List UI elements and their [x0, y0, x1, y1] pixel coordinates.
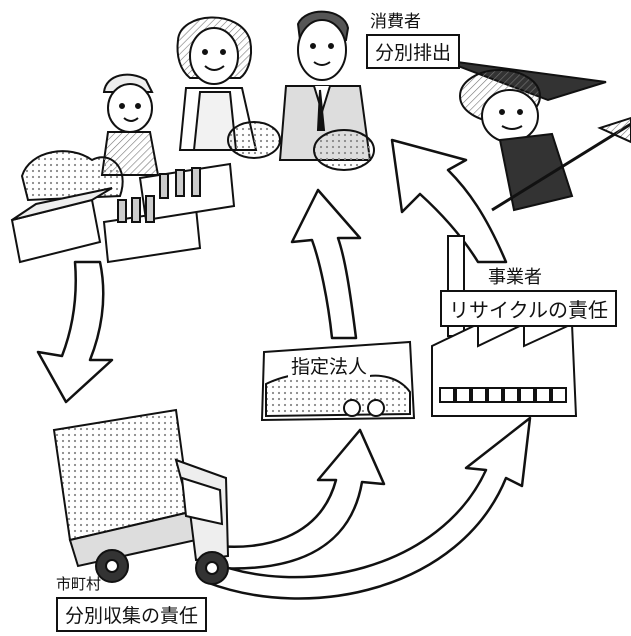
flow-arrows	[36, 138, 532, 600]
arrow-truck-to-corp	[214, 428, 386, 570]
designated-corp-heading: 指定法人	[288, 352, 371, 379]
factory-building	[431, 235, 578, 417]
municipality-role-box: 分別収集の責任	[56, 597, 208, 632]
factory-windows	[439, 387, 567, 403]
bottles	[117, 167, 201, 223]
collection-truck	[52, 408, 230, 585]
arrow-factory-to-consumer	[390, 138, 508, 264]
municipality-heading: 市町村	[56, 575, 102, 593]
witch-figure	[441, 59, 631, 212]
basket-left	[227, 121, 281, 159]
arrow-consumer-to-truck	[36, 260, 114, 404]
truck-windshield	[180, 476, 224, 526]
arrow-truck-to-factory	[204, 416, 532, 600]
consumer-heading: 消費者	[370, 12, 421, 32]
box-left-top	[11, 187, 113, 221]
waste-pile	[20, 150, 124, 202]
business-role-box: リサイクルの責任	[440, 290, 617, 327]
sorted-waste-boxes	[10, 150, 236, 264]
consumer-people	[100, 10, 375, 176]
arrow-corp-to-consumer	[290, 188, 362, 340]
consumer-role-box: 分別排出	[366, 34, 461, 69]
business-heading: 事業者	[488, 267, 542, 288]
basket-right	[313, 129, 375, 171]
